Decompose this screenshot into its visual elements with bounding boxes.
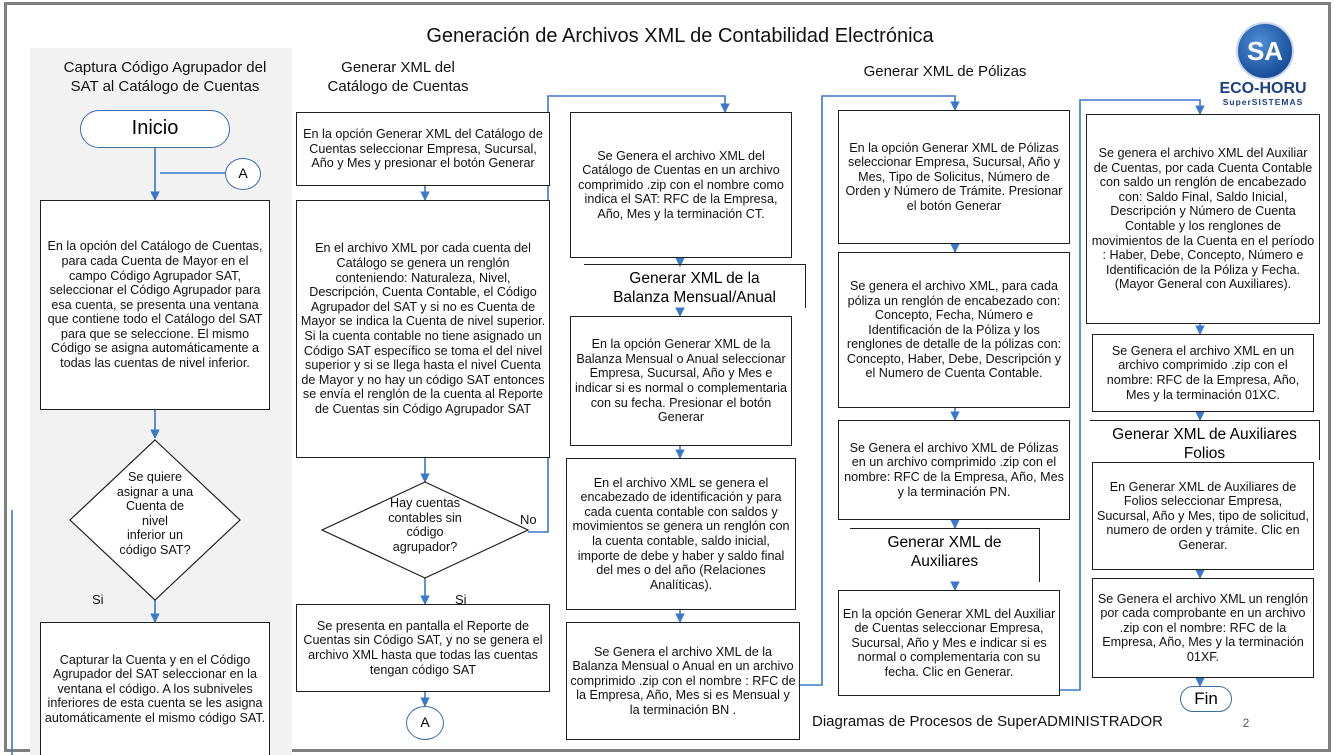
decision-diamond-col1: [69, 439, 241, 601]
col2-step1: En la opción Generar XML del Catálogo de…: [296, 112, 550, 186]
col5-heading: Generar XML de Auxiliares Folios: [1090, 420, 1320, 462]
logo-badge: SA: [1236, 22, 1294, 80]
col4-heading2: Generar XML de Auxiliares: [850, 528, 1040, 582]
col5-step1: Se genera el archivo XML del Auxiliar de…: [1086, 114, 1320, 324]
col3-step3: En el archivo XML se genera el encabezad…: [566, 458, 796, 610]
col1-decision-text: Se quiere asignar a una Cuenta de nivel …: [116, 470, 194, 557]
start-terminator: Inicio: [80, 110, 230, 148]
col2-yes-label: Si: [455, 592, 467, 607]
diagram-title: Generación de Archivos XML de Contabilid…: [426, 25, 934, 47]
footer-label: Diagramas de Procesos de SuperADMINISTRA…: [812, 713, 1163, 730]
col4-step4: En la opción Generar XML del Auxiliar de…: [838, 590, 1060, 696]
col4-step1: En la opción Generar XML de Pólizas sele…: [838, 110, 1070, 244]
col2-step3: Se presenta en pantalla el Reporte de Cu…: [296, 604, 550, 692]
logo-name: ECO-HORU: [1219, 80, 1307, 97]
col2-no-label: No: [520, 512, 537, 527]
col3-step4: Se Genera el archivo XML de la Balanza M…: [566, 622, 800, 740]
decision-diamond-col2: [320, 481, 530, 579]
col1-step1: En la opción del Catálogo de Cuentas, pa…: [40, 200, 270, 410]
logo-subtitle: SuperSISTEMAS: [1222, 97, 1304, 107]
col5-step3: En Generar XML de Auxiliares de Folios s…: [1092, 462, 1314, 570]
connector-a-col2: A: [406, 706, 444, 740]
col3-heading: Generar XML de la Balanza Mensual/Anual: [584, 264, 806, 308]
connector-a-col1: A: [225, 158, 261, 190]
col3-step1: Se Genera el archivo XML del Catálogo de…: [570, 112, 792, 258]
col4-heading: Generar XML de Pólizas: [863, 63, 1027, 80]
col2-decision-text: Hay cuentas contables sin código agrupad…: [388, 496, 462, 554]
col4-step3: Se Genera el archivo XML de Pólizas en u…: [838, 420, 1070, 520]
col1-yes-label: Si: [92, 592, 104, 607]
col2-heading: Generar XML del Catálogo de Cuentas: [327, 59, 469, 95]
col3-step2: En la opción Generar XML de la Balanza M…: [570, 316, 792, 446]
page-frame: [4, 2, 1331, 752]
col2-step2: En el archivo XML por cada cuenta del Ca…: [296, 200, 550, 458]
page-number: 2: [1242, 716, 1250, 730]
col5-step4: Se Genera el archivo XML un renglón por …: [1092, 578, 1314, 678]
end-terminator: Fin: [1180, 686, 1232, 712]
col5-step2: Se Genera el archivo XML en un archivo c…: [1092, 334, 1314, 412]
col1-heading: Captura Código Agrupador del SAT al Catá…: [63, 59, 267, 95]
col4-step2: Se genera el archivo XML, para cada póli…: [838, 252, 1070, 408]
col1-step2: Capturar la Cuenta y en el Código Agrupa…: [40, 622, 270, 755]
